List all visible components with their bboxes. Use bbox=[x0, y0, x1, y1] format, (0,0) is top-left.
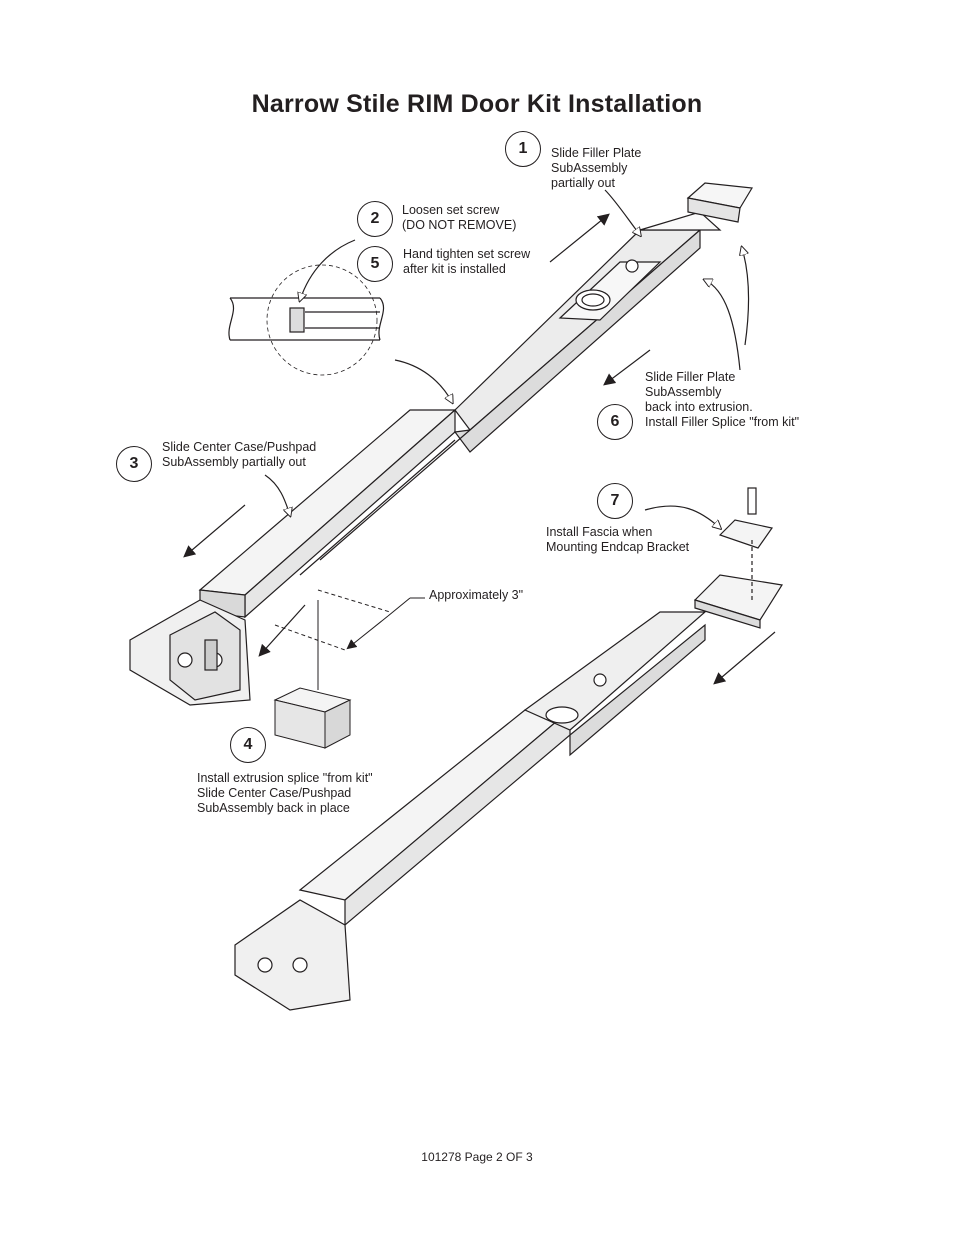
step-3-instruction: Slide Center Case/Pushpad SubAssembly pa… bbox=[162, 440, 317, 469]
dimension-label: Approximately 3" bbox=[429, 588, 524, 602]
page-footer: 101278 Page 2 OF 3 bbox=[421, 1150, 533, 1164]
step-3-marker: 3 bbox=[116, 446, 152, 482]
step-7-marker: 7 bbox=[597, 483, 633, 519]
endcap-bracket bbox=[693, 487, 783, 629]
step-6-instruction: Slide Filler Plate SubAssembly back into… bbox=[645, 370, 800, 429]
lower-exit-device bbox=[234, 611, 707, 1011]
page-title: Narrow Stile RIM Door Kit Installation bbox=[251, 90, 703, 118]
step-2-marker: 2 bbox=[357, 201, 393, 237]
filler-plate bbox=[686, 182, 753, 223]
step-4-instruction: Install extrusion splice "from kit" Slid… bbox=[197, 771, 373, 815]
dimension-lines bbox=[274, 589, 425, 690]
step-5-marker: 5 bbox=[357, 246, 393, 282]
step-1-marker: 1 bbox=[505, 131, 541, 167]
step-1-instruction: Slide Filler Plate SubAssembly partially… bbox=[551, 146, 642, 190]
step-7-instruction: Install Fascia when Mounting Endcap Brac… bbox=[546, 525, 690, 554]
extrusion-splice bbox=[273, 687, 352, 749]
set-screw-detail bbox=[228, 239, 452, 402]
step-2-instruction: Loosen set screw (DO NOT REMOVE) bbox=[402, 203, 517, 232]
step-4-marker: 4 bbox=[230, 727, 266, 763]
upper-exit-device bbox=[129, 211, 722, 706]
step-6-marker: 6 bbox=[597, 404, 633, 440]
step-5-instruction: Hand tighten set screw after kit is inst… bbox=[403, 247, 531, 276]
direction-arrows bbox=[183, 189, 776, 685]
